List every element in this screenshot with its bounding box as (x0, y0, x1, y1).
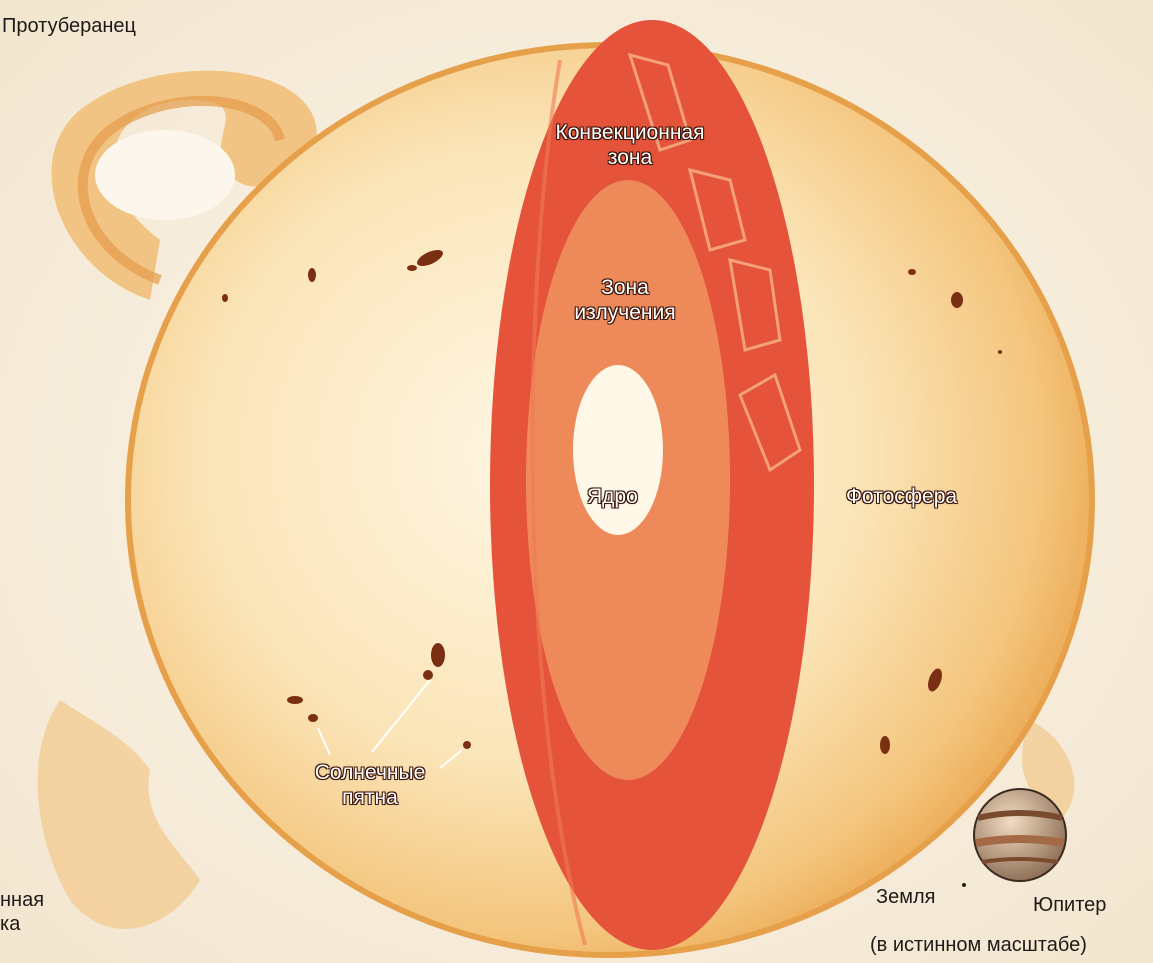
cut-off-label: нная ка (0, 888, 44, 936)
sunspots-label-line1: Солнечные (290, 760, 450, 785)
sunspots-label-line2: пятна (290, 785, 450, 810)
core-label: Ядро (587, 484, 638, 509)
core (573, 365, 663, 535)
earth (962, 883, 966, 887)
jupiter-label: Юпитер (1033, 893, 1106, 917)
radiative-zone-label-line2: излучения (540, 300, 710, 325)
cut-off-label-line2: ка (0, 912, 44, 936)
radiative-zone-label: Зона излучения (540, 275, 710, 325)
true-scale-label: (в истинном масштабе) (870, 933, 1087, 957)
convective-zone-label-line2: зона (530, 145, 730, 170)
radiative-zone-label-line1: Зона (540, 275, 710, 300)
convective-zone-label-line1: Конвекционная (530, 120, 730, 145)
cut-off-label-line1: нная (0, 888, 44, 912)
sunspots-label: Солнечные пятна (290, 760, 450, 810)
jupiter (974, 789, 1066, 881)
prominence-label: Протуберанец (2, 14, 136, 38)
convective-zone-label: Конвекционная зона (530, 120, 730, 170)
earth-label: Земля (876, 885, 935, 909)
photosphere-label: Фотосфера (846, 484, 957, 509)
